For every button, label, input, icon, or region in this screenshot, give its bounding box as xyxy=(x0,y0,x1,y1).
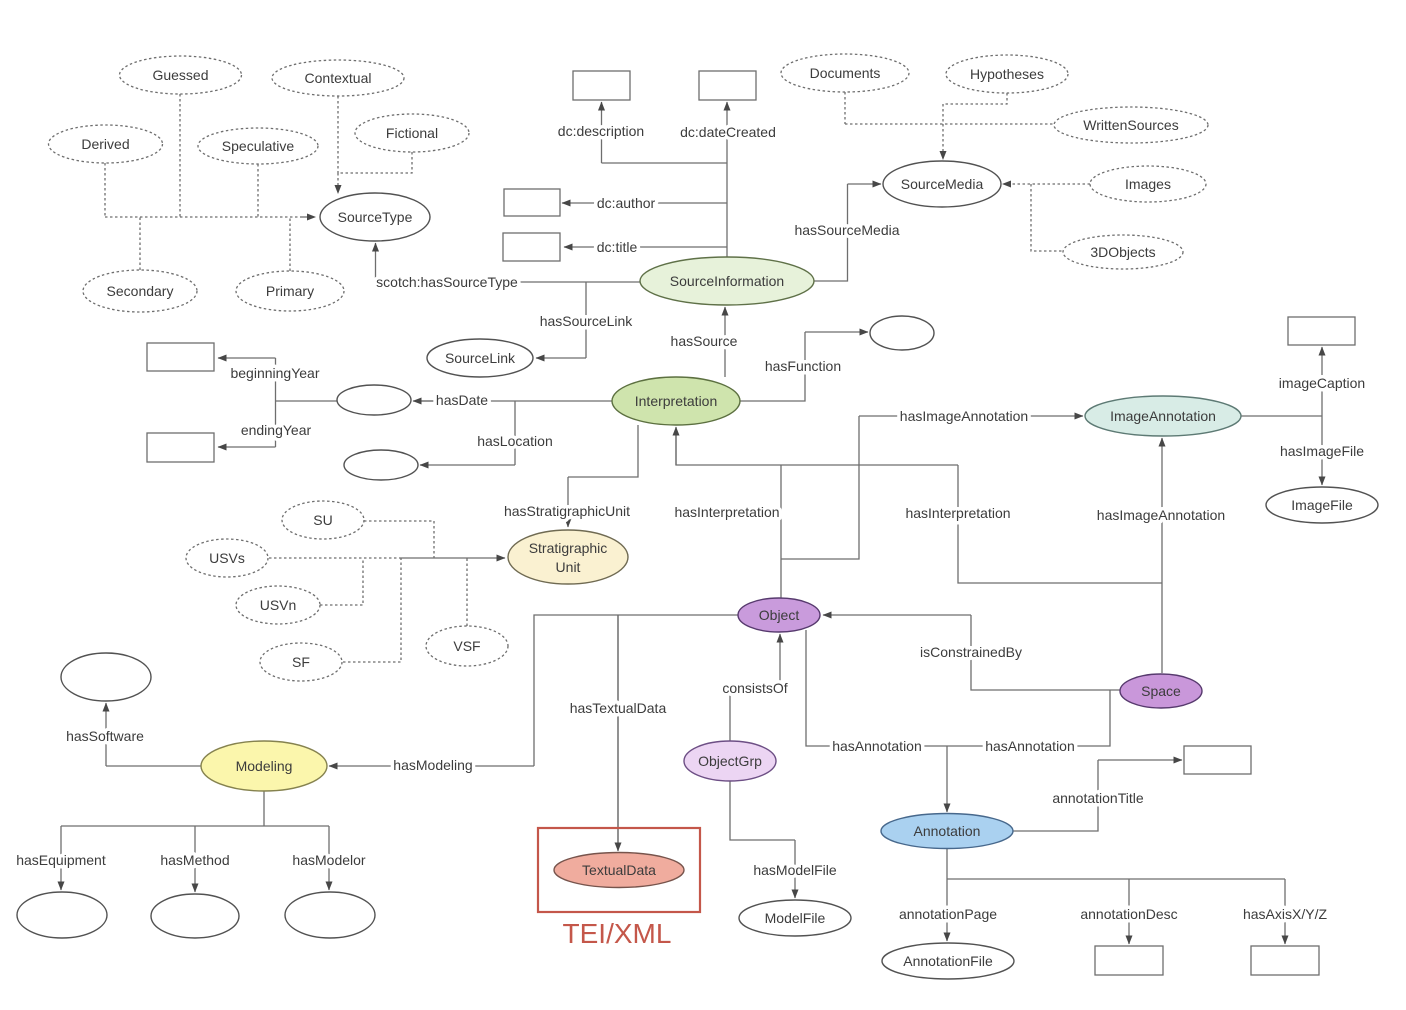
svg-text:Primary: Primary xyxy=(266,283,314,299)
svg-text:hasAnnotation: hasAnnotation xyxy=(985,738,1075,754)
svg-text:ObjectGrp: ObjectGrp xyxy=(698,753,762,769)
svg-text:Images: Images xyxy=(1125,176,1171,192)
svg-text:hasImageFile: hasImageFile xyxy=(1280,443,1364,459)
svg-text:Annotation: Annotation xyxy=(914,823,981,839)
svg-text:Fictional: Fictional xyxy=(386,125,438,141)
svg-text:hasLocation: hasLocation xyxy=(477,433,553,449)
svg-text:hasImageAnnotation: hasImageAnnotation xyxy=(1097,507,1225,523)
svg-text:hasAnnotation: hasAnnotation xyxy=(832,738,922,754)
svg-text:Guessed: Guessed xyxy=(152,67,208,83)
svg-text:hasMethod: hasMethod xyxy=(160,852,229,868)
svg-text:USVn: USVn xyxy=(260,597,297,613)
svg-text:SU: SU xyxy=(313,512,332,528)
svg-text:dc:author: dc:author xyxy=(597,195,656,211)
svg-text:Speculative: Speculative xyxy=(222,138,295,154)
svg-text:annotationPage: annotationPage xyxy=(899,906,997,922)
svg-text:hasTextualData: hasTextualData xyxy=(570,700,667,716)
svg-text:hasImageAnnotation: hasImageAnnotation xyxy=(900,408,1028,424)
svg-text:Unit: Unit xyxy=(556,559,581,575)
svg-text:endingYear: endingYear xyxy=(241,422,312,438)
svg-text:hasEquipment: hasEquipment xyxy=(16,852,106,868)
svg-text:ModelFile: ModelFile xyxy=(765,910,826,926)
svg-text:ImageFile: ImageFile xyxy=(1291,497,1353,513)
svg-text:USVs: USVs xyxy=(209,550,245,566)
svg-text:Stratigraphic: Stratigraphic xyxy=(529,540,608,556)
svg-text:Object: Object xyxy=(759,607,800,623)
svg-text:Derived: Derived xyxy=(81,136,129,152)
svg-text:Secondary: Secondary xyxy=(107,283,174,299)
svg-text:hasFunction: hasFunction xyxy=(765,358,841,374)
svg-text:hasModelFile: hasModelFile xyxy=(753,862,836,878)
svg-text:hasAxisX/Y/Z: hasAxisX/Y/Z xyxy=(1243,906,1327,922)
svg-text:beginningYear: beginningYear xyxy=(230,365,319,381)
svg-text:hasSourceLink: hasSourceLink xyxy=(540,313,634,329)
svg-text:isConstrainedBy: isConstrainedBy xyxy=(920,644,1022,660)
svg-text:SourceInformation: SourceInformation xyxy=(670,273,784,289)
svg-text:hasModelor: hasModelor xyxy=(292,852,365,868)
svg-text:SourceLink: SourceLink xyxy=(445,350,516,366)
svg-text:hasSoftware: hasSoftware xyxy=(66,728,144,744)
svg-text:hasInterpretation: hasInterpretation xyxy=(674,504,779,520)
svg-text:hasSource: hasSource xyxy=(671,333,738,349)
svg-text:3DObjects: 3DObjects xyxy=(1090,244,1155,260)
svg-text:hasSourceMedia: hasSourceMedia xyxy=(794,222,899,238)
svg-text:Contextual: Contextual xyxy=(305,70,372,86)
svg-text:SF: SF xyxy=(292,654,310,670)
svg-text:Modeling: Modeling xyxy=(236,758,293,774)
svg-text:dc:title: dc:title xyxy=(597,239,638,255)
svg-text:imageCaption: imageCaption xyxy=(1279,375,1365,391)
svg-text:Interpretation: Interpretation xyxy=(635,393,718,409)
svg-text:annotationDesc: annotationDesc xyxy=(1080,906,1177,922)
svg-text:VSF: VSF xyxy=(453,638,480,654)
svg-text:SourceType: SourceType xyxy=(338,209,413,225)
svg-text:WrittenSources: WrittenSources xyxy=(1083,117,1178,133)
svg-text:Space: Space xyxy=(1141,683,1181,699)
svg-text:dc:description: dc:description xyxy=(558,123,644,139)
svg-text:hasDate: hasDate xyxy=(436,392,488,408)
svg-text:dc:dateCreated: dc:dateCreated xyxy=(680,124,776,140)
svg-text:Documents: Documents xyxy=(810,65,881,81)
svg-text:scotch:hasSourceType: scotch:hasSourceType xyxy=(376,274,518,290)
svg-text:Hypotheses: Hypotheses xyxy=(970,66,1044,82)
svg-text:TextualData: TextualData xyxy=(582,862,656,878)
svg-text:annotationTitle: annotationTitle xyxy=(1052,790,1144,806)
svg-text:hasModeling: hasModeling xyxy=(393,757,472,773)
svg-text:SourceMedia: SourceMedia xyxy=(901,176,984,192)
svg-text:ImageAnnotation: ImageAnnotation xyxy=(1110,408,1216,424)
svg-text:AnnotationFile: AnnotationFile xyxy=(903,953,993,969)
svg-text:consistsOf: consistsOf xyxy=(722,680,787,696)
svg-text:hasStratigraphicUnit: hasStratigraphicUnit xyxy=(504,503,630,519)
svg-text:TEI/XML: TEI/XML xyxy=(563,918,672,949)
svg-text:hasInterpretation: hasInterpretation xyxy=(905,505,1010,521)
